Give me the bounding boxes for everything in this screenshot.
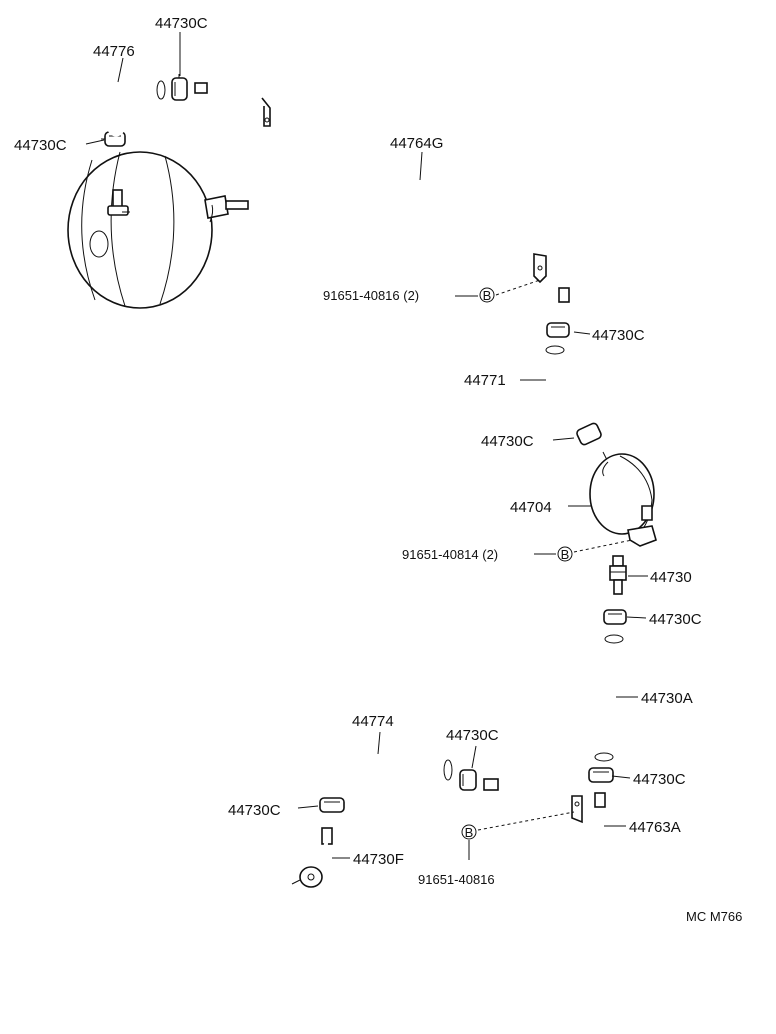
hose-clamp [588,767,614,783]
callout-44730a: 44730A [641,690,693,707]
bolt-marker-letter: B [561,547,570,562]
check-valve-44730 [609,555,627,595]
hose-clamp [319,797,345,813]
hose-44771 [543,344,583,436]
callout-91651-40814-2: 91651-40814 (2) [402,547,498,562]
callout-44774: 44774 [352,713,394,730]
vacuum-canister-44704 [589,453,657,547]
callout-44730f: 44730F [353,851,404,868]
hose-clamp [459,769,477,791]
hose-clamp [603,609,627,625]
callout-44764g: 44764G [390,135,443,152]
brake-booster [67,151,249,309]
vacuum-pipe-44764g [194,82,570,303]
hose-44776 [107,80,169,137]
callout-91651-40816: 91651-40816 [418,872,495,887]
hose-44774 [325,751,455,791]
callout-44730c-valve: 44730C [649,611,702,628]
diagram-code: MC M766 [686,909,742,924]
fitting-44730f [291,827,333,888]
callout-44730c-right: 44730C [633,771,686,788]
hose-clamp [171,74,188,101]
callout-44730c-lower: 44730C [446,727,499,744]
callout-44776: 44776 [93,43,135,60]
hose-clamp [546,322,570,338]
bolt-marker-letter: B [483,288,492,303]
vacuum-pipe-44763a [483,778,606,829]
callout-44763a: 44763A [629,819,681,836]
leader-lines [85,32,648,859]
bolt-marker-b: B [557,539,633,562]
callout-44730c-top: 44730C [155,15,208,32]
callout-44730c-booster: 44730C [14,137,67,154]
callout-44730c-canister: 44730C [481,433,534,450]
hose-44730a [594,634,624,762]
callout-44704: 44704 [510,499,552,516]
bolt-marker-b: B [479,279,541,303]
callout-44730c-mid: 44730C [592,327,645,344]
callout-44730: 44730 [650,569,692,586]
callout-91651-40816-2: 91651-40816 (2) [323,288,419,303]
bolt-marker-letter: B [465,825,474,840]
callout-44730c-left: 44730C [228,802,281,819]
bolt-marker-b: B [461,811,575,860]
callout-44771: 44771 [464,372,506,389]
